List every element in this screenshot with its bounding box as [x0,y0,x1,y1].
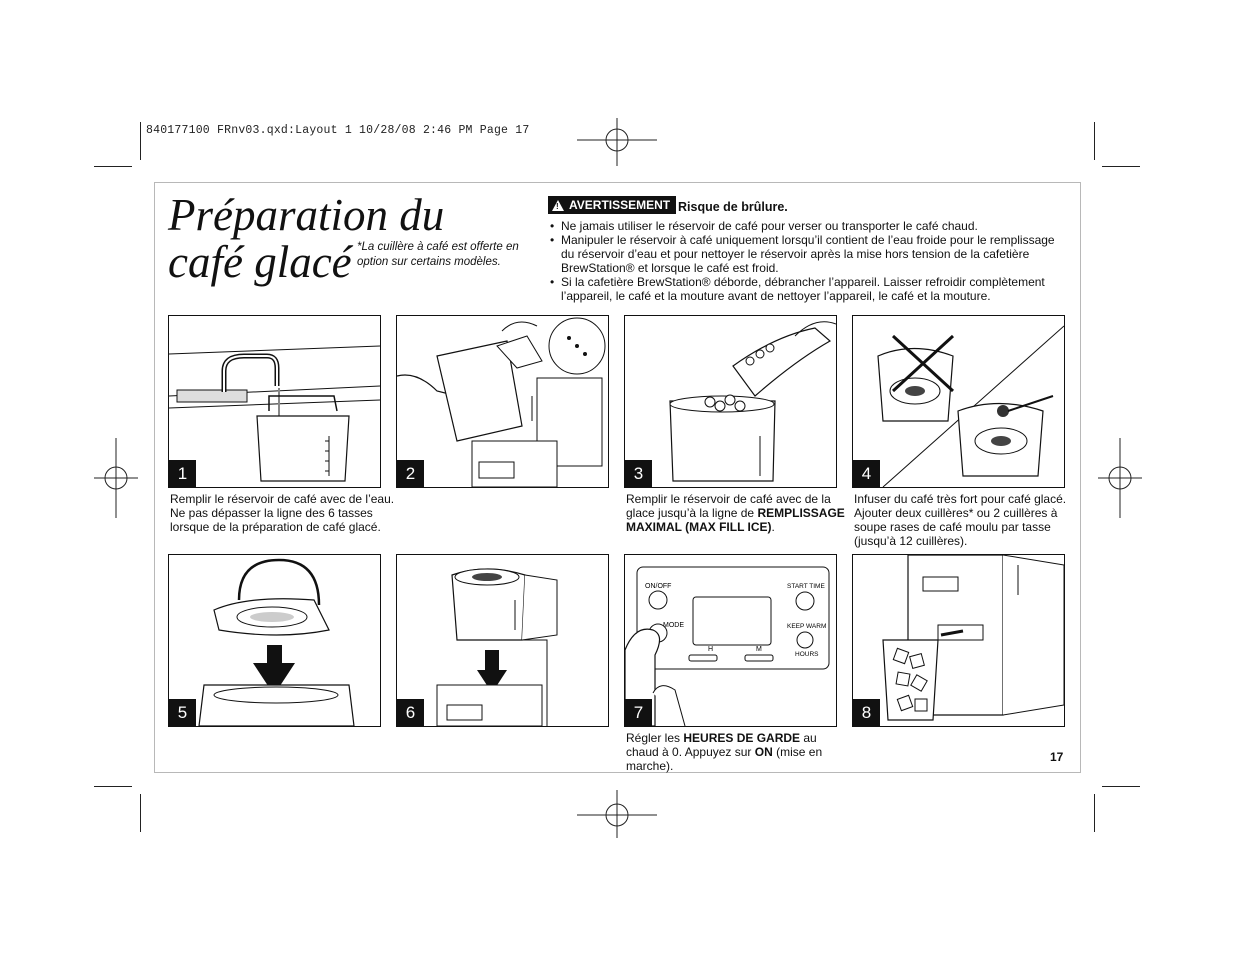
step-number: 1 [169,460,196,487]
warning-badge: ! AVERTISSEMENT [548,196,677,214]
page-title: Préparation du café glacé [168,192,444,286]
warning-list: Ne jamais utiliser le réservoir de café … [549,219,1069,303]
warning-heading: Risque de brûlure. [678,200,788,214]
warning-badge-label: AVERTISSEMENT [569,198,671,212]
step-4-caption: Infuser du café très fort pour café glac… [854,492,1067,548]
glass-under-brewer-drawing [882,555,1064,721]
pour-water-into-brewer-drawing [397,317,606,487]
step-number: 7 [625,699,652,726]
title-line-2: café glacé [168,237,352,287]
page-number: 17 [1050,750,1064,764]
faucet-filling-reservoir-drawing [169,345,380,482]
scoop-footnote: *La cuillère à café est offerte en optio… [357,241,519,268]
label-m: M [756,646,762,653]
step-number: 4 [853,460,880,487]
title-line-1: Préparation du [168,190,445,240]
step-8-illustration: 8 [852,554,1065,727]
label-start-time: START TIME [787,583,825,590]
file-slug: 840177100 FRnv03.qxd:Layout 1 10/28/08 2… [146,124,530,137]
place-filter-basket-drawing [198,558,355,726]
step-number: 3 [625,460,652,487]
label-mode: MODE [663,622,684,629]
step-7-caption: Régler les HEURES DE GARDE au chaud à 0.… [626,731,823,773]
step-7-illustration: ON/OFF MODE H M START TIME KEEP WARM HOU… [624,554,837,727]
label-hours: HOURS [795,651,819,658]
step-number: 5 [169,699,196,726]
warning-item: Si la cafetière BrewStation® déborde, dé… [549,275,1069,303]
scoop-ice-into-reservoir-drawing [669,321,836,482]
step-4-illustration: 4 [852,315,1065,488]
step-number: 2 [397,460,424,487]
step-1-caption: Remplir le réservoir de café avec de l’e… [170,492,395,534]
reservoir-on-brewer-drawing [436,568,558,726]
label-on-off: ON/OFF [645,583,671,590]
control-panel-drawing: ON/OFF MODE H M START TIME KEEP WARM HOU… [625,566,830,726]
step-2-illustration: 2 [396,315,609,488]
step-1-illustration: 1 [168,315,381,488]
label-h: H [708,646,713,653]
step-6-illustration: 6 [396,554,609,727]
page-frame [154,182,1081,773]
step-3-caption: Remplir le réservoir de café avec de la … [626,492,845,534]
step-5-illustration: 5 [168,554,381,727]
step-number: 6 [397,699,424,726]
step-3-illustration: 3 [624,315,837,488]
label-keep-warm: KEEP WARM [787,623,826,630]
warning-item: Manipuler le réservoir à café uniquement… [549,233,1069,275]
step-number: 8 [853,699,880,726]
warning-icon: ! [552,199,564,211]
warning-item: Ne jamais utiliser le réservoir de café … [549,219,1069,233]
add-ground-coffee-drawing [877,325,1064,487]
